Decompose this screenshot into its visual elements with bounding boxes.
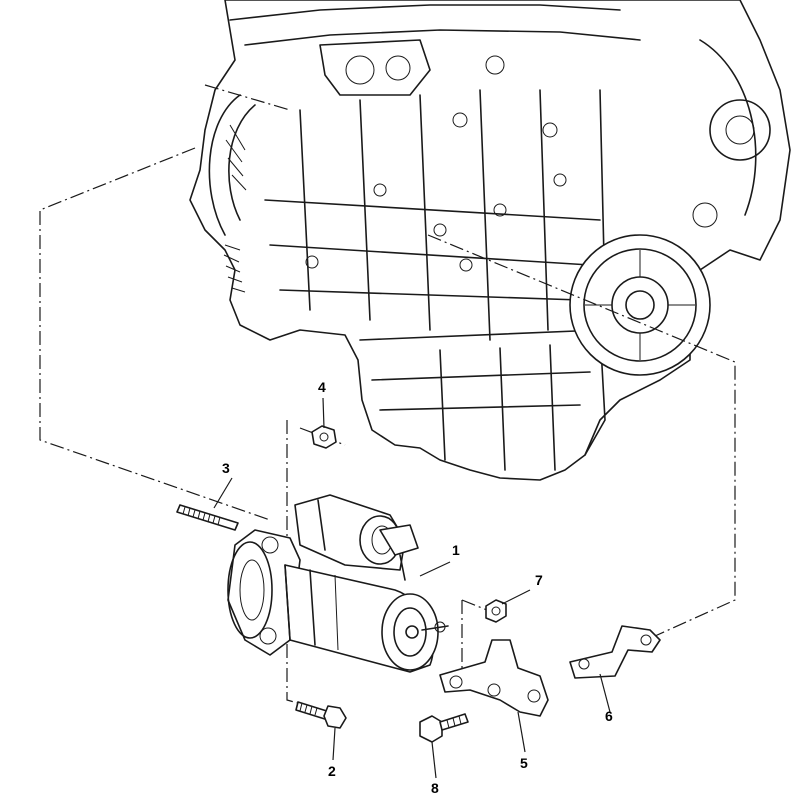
callout-labels: 1 2 3 4 5 6 7 8: [222, 379, 613, 796]
callout-8: 8: [431, 780, 439, 796]
callout-4: 4: [318, 379, 326, 395]
callout-6: 6: [605, 708, 613, 724]
leader-lines: [213, 397, 611, 779]
callout-3: 3: [222, 460, 230, 476]
mounting-stud: [176, 504, 239, 531]
mounting-bolt: [295, 701, 347, 729]
bracket-nut: [485, 599, 507, 623]
callout-7: 7: [535, 572, 543, 588]
support-bracket: [439, 639, 549, 717]
engine-block: [189, 0, 791, 481]
bracket-bolt: [419, 713, 469, 743]
hex-nut: [311, 425, 337, 449]
callout-1: 1: [452, 542, 460, 558]
callout-5: 5: [520, 755, 528, 771]
callout-2: 2: [328, 763, 336, 779]
end-bracket: [569, 625, 661, 679]
starter-motor: [227, 494, 449, 673]
